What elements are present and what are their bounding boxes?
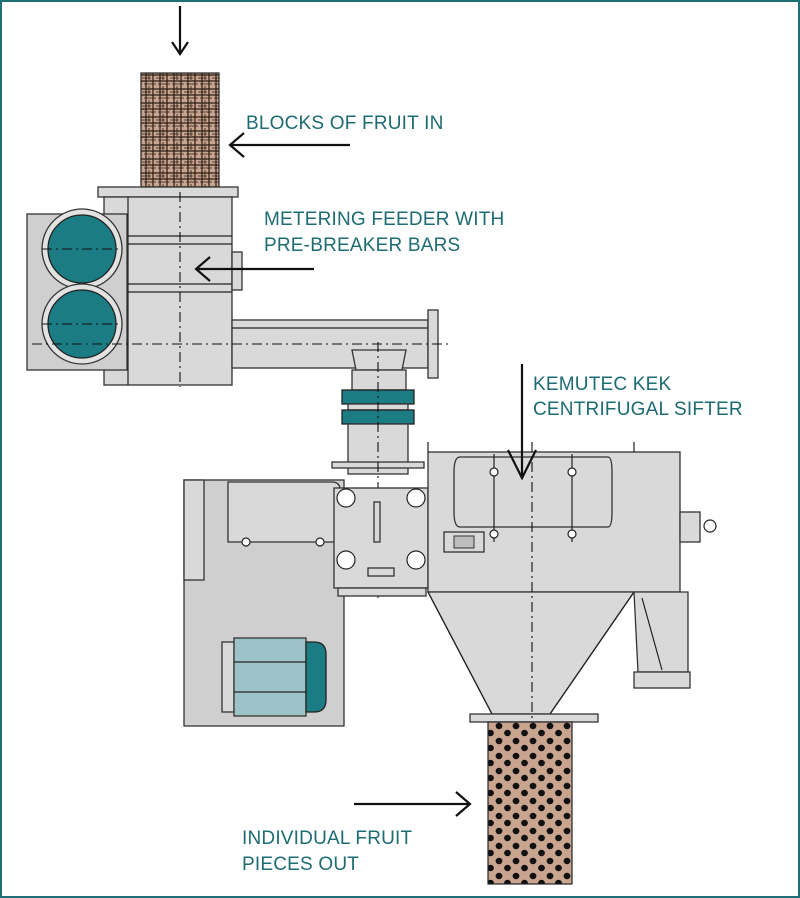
label-blocks-in: BLOCKS OF FRUIT IN xyxy=(246,113,444,134)
metering-feeder xyxy=(26,186,452,387)
pieces-pointer-arrow xyxy=(354,791,472,817)
centrifugal-sifter xyxy=(183,442,717,727)
input-arrow-top xyxy=(171,6,189,56)
transfer-chute xyxy=(331,342,425,602)
blocks-pointer-arrow xyxy=(228,132,350,158)
label-sifter-line2: CENTRIFUGAL SIFTER xyxy=(533,399,743,420)
label-feeder-line2: PRE-BREAKER BARS xyxy=(264,235,460,256)
fruit-blocks xyxy=(140,72,220,188)
label-feeder-line1: METERING FEEDER WITH xyxy=(264,209,504,230)
fruit-pieces xyxy=(487,721,573,885)
label-pieces-line1: INDIVIDUAL FRUIT xyxy=(242,828,413,849)
label-sifter-line1: KEMUTEC KEK xyxy=(533,374,672,395)
feeder-pointer-arrow xyxy=(194,256,314,282)
sifter-pointer-arrow xyxy=(507,364,537,481)
label-pieces-line2: PIECES OUT xyxy=(242,854,359,875)
